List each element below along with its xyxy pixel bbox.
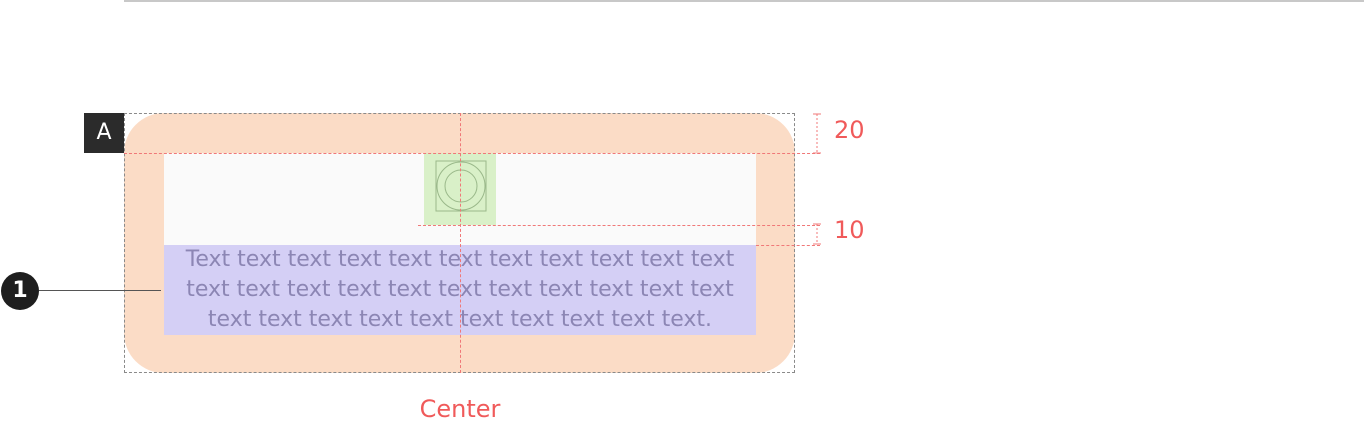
frame-outline bbox=[124, 113, 795, 373]
dimension-markers bbox=[813, 113, 821, 245]
center-guide bbox=[460, 113, 461, 373]
body-text-line: text text text text text text text text … bbox=[207, 307, 713, 332]
callout-number: 1 bbox=[1, 272, 39, 310]
section-marker: A bbox=[84, 113, 124, 153]
top-padding-guide bbox=[124, 153, 820, 154]
dimension-label-gap: 10 bbox=[834, 216, 865, 244]
top-divider bbox=[124, 0, 1364, 2]
callout-leader-line bbox=[39, 290, 161, 291]
dimension-label-top: 20 bbox=[834, 116, 865, 144]
keyline-icon bbox=[435, 160, 487, 212]
center-label: Center bbox=[419, 395, 501, 423]
icon-bottom-guide bbox=[418, 225, 820, 226]
text-top-guide bbox=[756, 245, 820, 246]
